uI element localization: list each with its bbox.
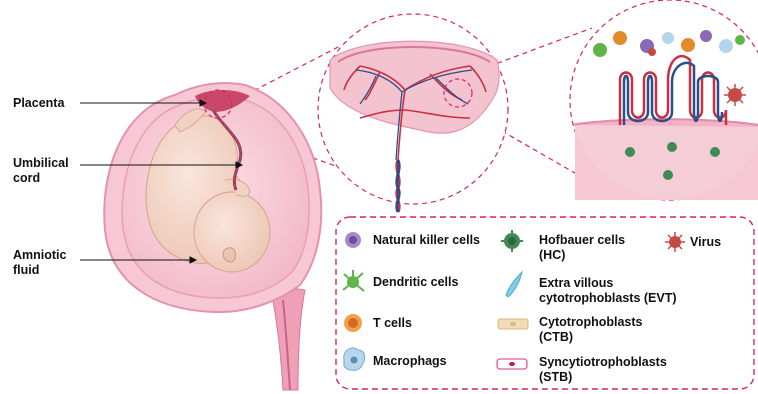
- t-cell-icon: [344, 314, 362, 332]
- villus-zoom-circle: [570, 0, 758, 205]
- legend-hofbauer-line1: Hofbauer cells: [539, 233, 625, 248]
- nk-cell-icon: [345, 232, 361, 248]
- stb-cell-icon: [497, 359, 527, 369]
- virus-particle: [724, 84, 746, 106]
- legend-evt-label: Extra villous cytotrophoblasts (EVT): [539, 276, 677, 306]
- amniotic-label-line1: Amniotic: [13, 248, 66, 263]
- legend-tcells-label: T cells: [373, 316, 412, 331]
- legend-stb-line2: (STB): [539, 370, 667, 385]
- legend-evt-line1: Extra villous: [539, 276, 677, 291]
- macrophage-icon: [344, 348, 365, 370]
- legend-stb-label: Syncytiotrophoblasts (STB): [539, 355, 667, 385]
- legend-virus-label: Virus: [690, 235, 721, 250]
- umbilical-label-line2: cord: [13, 171, 69, 186]
- legend-ctb-label: Cytotrophoblasts (CTB): [539, 315, 642, 345]
- legend-macrophage-label: Macrophags: [373, 354, 447, 369]
- ctb-cell-icon: [498, 319, 528, 329]
- legend-dendritic-label: Dendritic cells: [373, 275, 458, 290]
- amniotic-label-line2: fluid: [13, 263, 66, 278]
- amniotic-fluid-label: Amniotic fluid: [13, 248, 66, 278]
- uterus-illustration: [104, 83, 321, 390]
- legend-stb-line1: Syncytiotrophoblasts: [539, 355, 667, 370]
- legend-evt-line2: cytotrophoblasts (EVT): [539, 291, 677, 306]
- placenta-label: Placenta: [13, 96, 64, 111]
- umbilical-label-line1: Umbilical: [13, 156, 69, 171]
- legend-hofbauer-line2: (HC): [539, 248, 625, 263]
- virus-icon: [665, 232, 685, 252]
- legend-ctb-line1: Cytotrophoblasts: [539, 315, 642, 330]
- placental-zoom-circle: [318, 14, 508, 212]
- legend-ctb-line2: (CTB): [539, 330, 642, 345]
- legend-nk-label: Natural killer cells: [373, 233, 480, 248]
- umbilical-cord-label: Umbilical cord: [13, 156, 69, 186]
- legend-hofbauer-label: Hofbauer cells (HC): [539, 233, 625, 263]
